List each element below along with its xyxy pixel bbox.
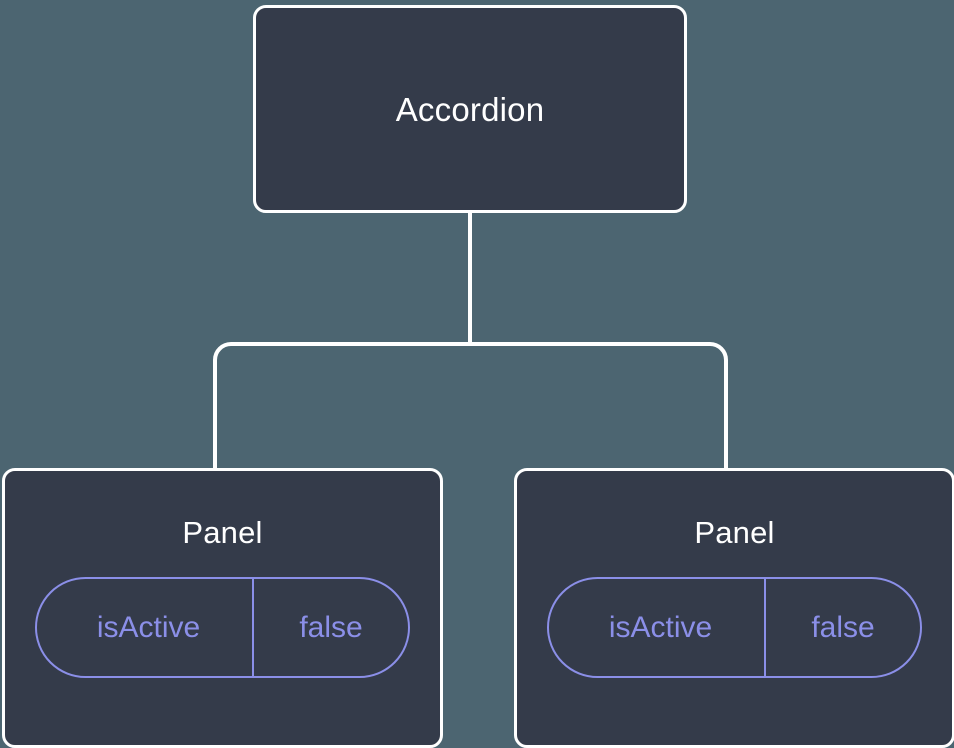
prop-pill-right-value: false	[764, 579, 920, 676]
node-accordion[interactable]: Accordion	[253, 5, 687, 213]
prop-pill-right[interactable]: isActive false	[547, 577, 922, 678]
connector-branch-left	[213, 342, 470, 470]
node-panel-left-label: Panel	[182, 515, 263, 550]
prop-pill-right-key: isActive	[608, 610, 713, 644]
node-panel-right-label: Panel	[694, 515, 775, 550]
node-panel-right[interactable]: Panel isActive false	[514, 468, 954, 748]
connector-branch-right	[470, 342, 728, 470]
node-accordion-label: Accordion	[395, 90, 545, 128]
prop-pill-left[interactable]: isActive false	[35, 577, 410, 678]
node-panel-left[interactable]: Panel isActive false	[2, 468, 443, 748]
prop-pill-left-key: isActive	[96, 610, 201, 644]
prop-pill-left-value: false	[252, 579, 408, 676]
